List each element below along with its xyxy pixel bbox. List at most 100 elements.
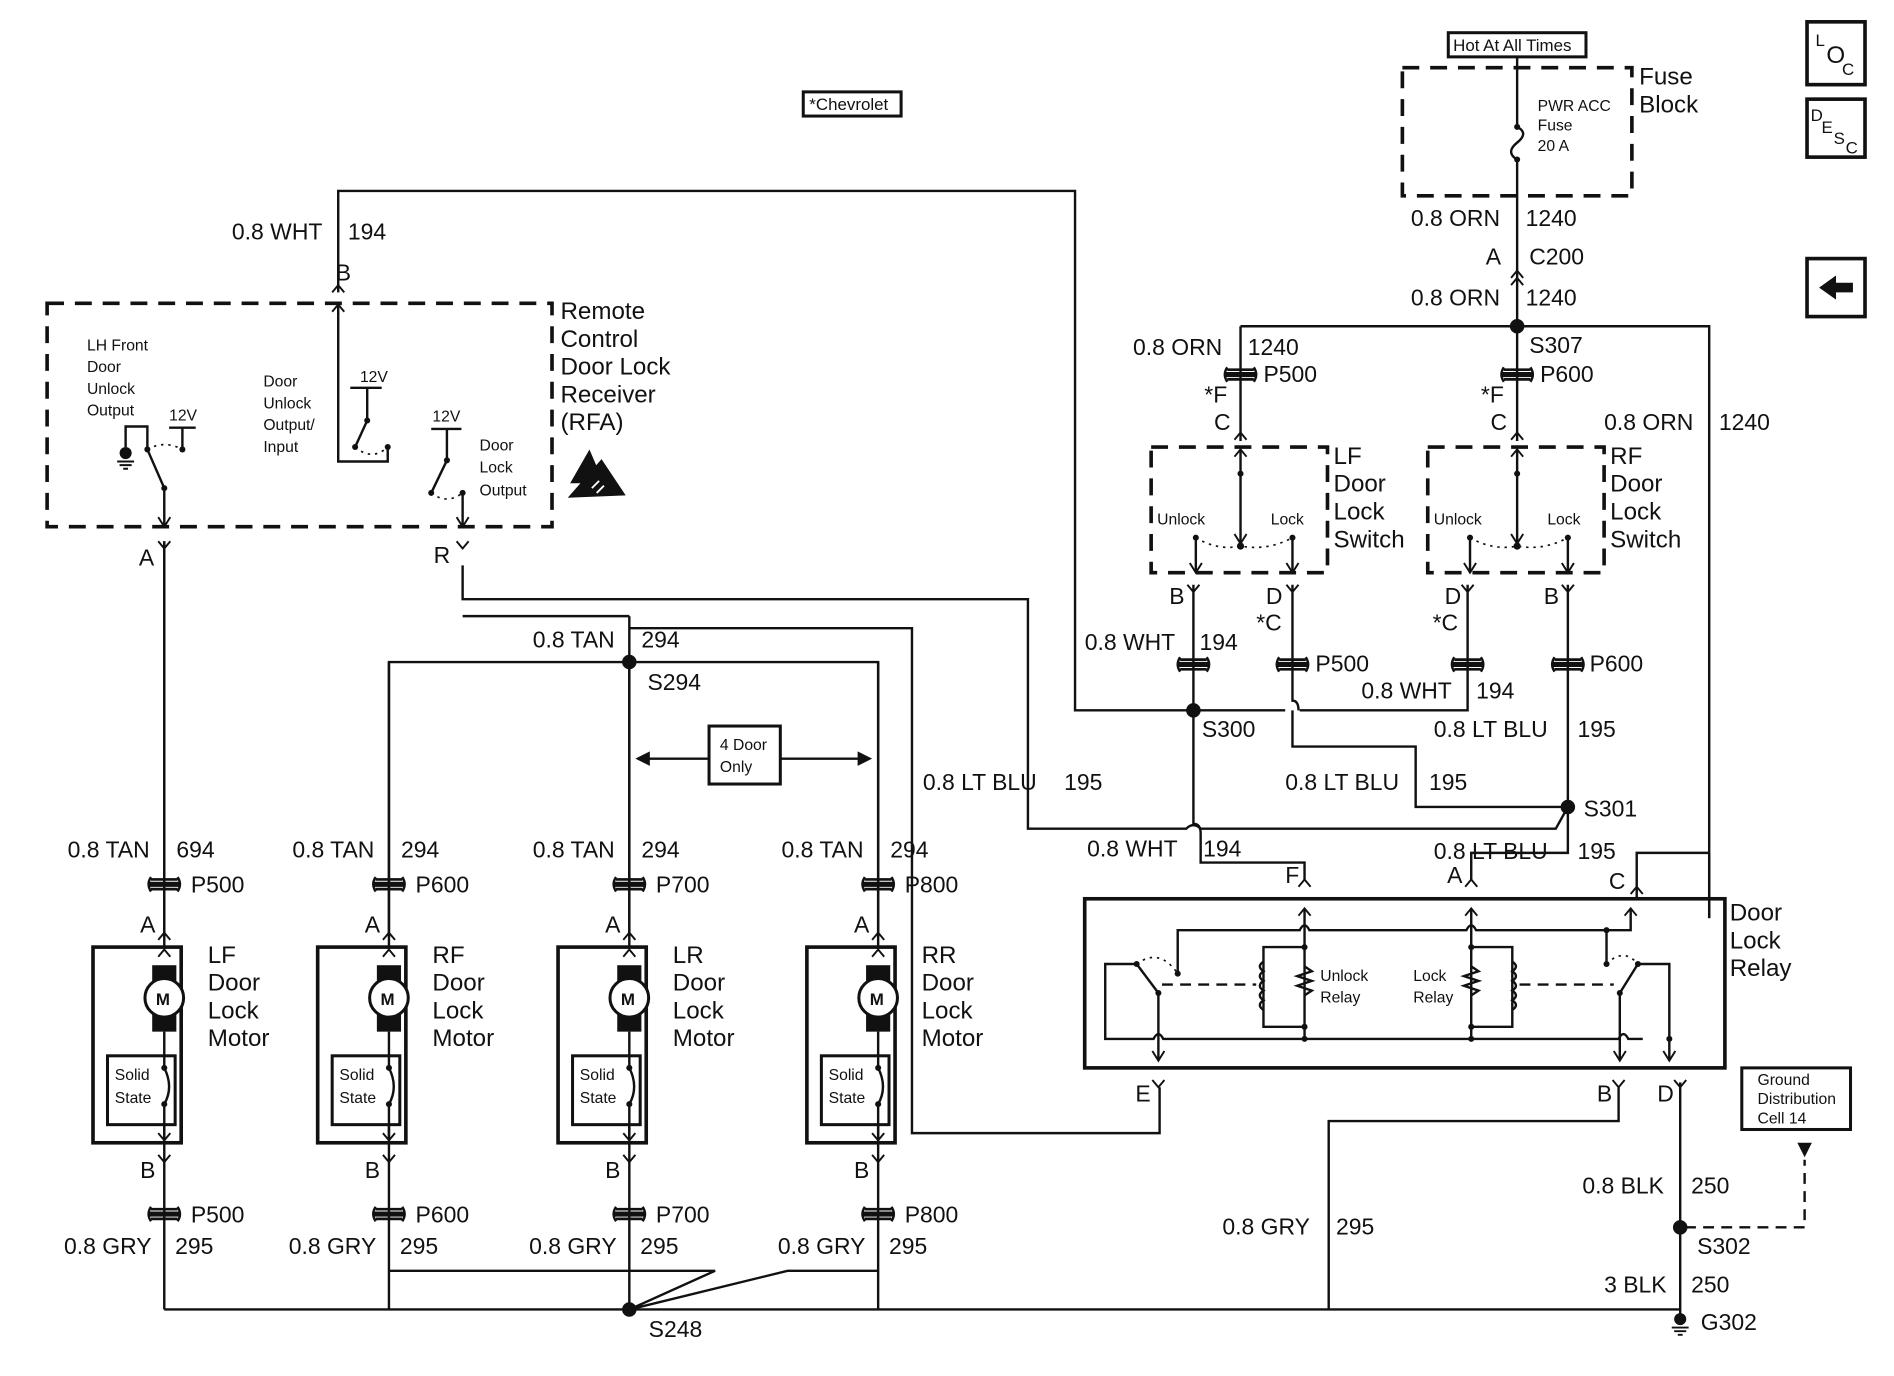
svg-text:Lock: Lock <box>480 459 513 476</box>
motor-title: Door <box>922 970 974 997</box>
pin-label: B <box>854 1157 869 1183</box>
svg-text:Lock: Lock <box>1610 498 1662 525</box>
wire-color-label: 0.8 WHT <box>1087 836 1178 862</box>
desc-letter: S <box>1834 129 1845 148</box>
splice-s302 <box>1672 1220 1688 1235</box>
pin-label: *F <box>1204 381 1227 407</box>
circuit-number: 194 <box>1476 677 1515 703</box>
pin-label: A <box>854 912 870 938</box>
svg-text:Door Lock: Door Lock <box>560 354 671 381</box>
lock-coil-icon <box>1510 960 1518 1011</box>
svg-text:State: State <box>580 1090 617 1107</box>
desc-letter: E <box>1822 118 1833 137</box>
svg-text:Door: Door <box>480 438 514 455</box>
svg-text:12V: 12V <box>169 407 197 424</box>
wire-color-label: 0.8 TAN <box>533 627 615 653</box>
rf-door-lock-switch: RF Door Lock Switch Unlock Lock <box>1425 443 1681 575</box>
svg-text:Hot At All Times: Hot At All Times <box>1453 36 1571 55</box>
connector-label: C200 <box>1529 244 1584 270</box>
desc-letter: C <box>1846 139 1858 158</box>
svg-text:Output/: Output/ <box>263 417 315 434</box>
ground-icon <box>119 447 132 460</box>
wire-color-label: 0.8 WHT <box>1361 677 1451 703</box>
svg-text:Door: Door <box>1334 471 1386 498</box>
ground-distribution-note: Ground Distribution Cell 14 <box>1740 1066 1853 1132</box>
circuit-number: 294 <box>641 627 680 653</box>
circuit-number: 194 <box>348 218 387 244</box>
circuit-number: 295 <box>175 1233 213 1259</box>
back-button[interactable] <box>1805 256 1867 319</box>
motor-title: Motor <box>922 1025 984 1052</box>
svg-text:Switch: Switch <box>1610 526 1681 553</box>
chevrolet-note: *Chevrolet <box>801 90 903 118</box>
svg-text:Solid: Solid <box>115 1067 150 1084</box>
pin-label: B <box>605 1157 620 1183</box>
ground-g302-icon <box>1674 1313 1687 1326</box>
svg-text:Solid: Solid <box>829 1067 864 1084</box>
loc-button[interactable]: L O C <box>1805 20 1867 87</box>
svg-text:M: M <box>621 990 635 1009</box>
svg-text:*Chevrolet: *Chevrolet <box>809 95 888 114</box>
pin-label: A <box>139 544 155 570</box>
wire-color-label: 0.8 TAN <box>533 837 615 863</box>
remote-control-receiver: Remote Control Door Lock Receiver (RFA) … <box>45 298 671 529</box>
connector-label: P600 <box>416 1201 470 1227</box>
wire-color-label: 0.8 ORN <box>1411 205 1500 231</box>
pin-label: D <box>1445 583 1462 609</box>
pin-label: E <box>1135 1081 1150 1107</box>
wire-color-label: 0.8 LT BLU <box>1434 716 1548 742</box>
ground-label: G302 <box>1701 1309 1757 1335</box>
svg-text:LH Front: LH Front <box>87 337 149 354</box>
svg-text:State: State <box>829 1090 866 1107</box>
svg-text:12V: 12V <box>432 409 460 426</box>
motor-title: LR <box>673 942 704 969</box>
svg-text:Solid: Solid <box>339 1067 374 1084</box>
pin-label: B <box>1597 1081 1612 1107</box>
door-lock-relay: Door Lock Relay Unlock Relay Lock Relay <box>1082 896 1792 1070</box>
svg-text:Cell 14: Cell 14 <box>1758 1110 1807 1127</box>
pin-label: B <box>1169 583 1184 609</box>
wire-color-label: 0.8 WHT <box>232 218 323 244</box>
loc-letter: L <box>1815 31 1824 50</box>
wire-color-label: 0.8 LT BLU <box>1285 769 1399 795</box>
svg-text:Fuse: Fuse <box>1639 64 1693 91</box>
motor-icon <box>608 976 651 1019</box>
svg-text:M: M <box>380 990 394 1009</box>
svg-text:20 A: 20 A <box>1538 138 1570 155</box>
motor-title: Door <box>673 970 725 997</box>
circuit-number: 294 <box>641 837 680 863</box>
motor-title: Door <box>432 970 484 997</box>
svg-text:Door: Door <box>87 359 121 376</box>
circuit-number: 295 <box>640 1233 678 1259</box>
splice-label: S301 <box>1584 796 1638 822</box>
svg-text:Output: Output <box>87 403 135 420</box>
pin-label: C <box>1214 409 1231 435</box>
loc-letter: C <box>1842 60 1854 79</box>
svg-text:Lock: Lock <box>1413 968 1446 985</box>
wire-color-label: 0.8 GRY <box>64 1233 152 1259</box>
svg-text:Distribution: Distribution <box>1758 1091 1836 1108</box>
svg-text:RF: RF <box>1610 443 1642 470</box>
desc-button[interactable]: D E S C <box>1805 97 1867 159</box>
circuit-number: 1240 <box>1526 205 1577 231</box>
circuit-number: 295 <box>1336 1214 1374 1240</box>
pin-label: *C <box>1256 610 1282 636</box>
connector-label: P700 <box>656 1201 710 1227</box>
circuit-number: 195 <box>1578 838 1616 864</box>
svg-text:Solid: Solid <box>580 1067 615 1084</box>
unlock-resistor-icon <box>1293 965 1316 997</box>
circuit-number: 194 <box>1203 836 1242 862</box>
svg-text:Remote: Remote <box>560 298 645 325</box>
motor-title: Motor <box>208 1025 270 1052</box>
circuit-number: 195 <box>1064 769 1102 795</box>
lock-resistor-icon <box>1460 965 1483 997</box>
wire-color-label: 3 BLK <box>1604 1272 1667 1298</box>
splice-label: S302 <box>1697 1233 1751 1259</box>
circuit-number: 1240 <box>1526 285 1577 311</box>
wire-color-label: 0.8 GRY <box>1222 1214 1310 1240</box>
svg-text:Block: Block <box>1639 91 1699 118</box>
wire-color-label: 0.8 ORN <box>1133 334 1222 360</box>
wire-color-label: 0.8 LT BLU <box>1434 838 1548 864</box>
